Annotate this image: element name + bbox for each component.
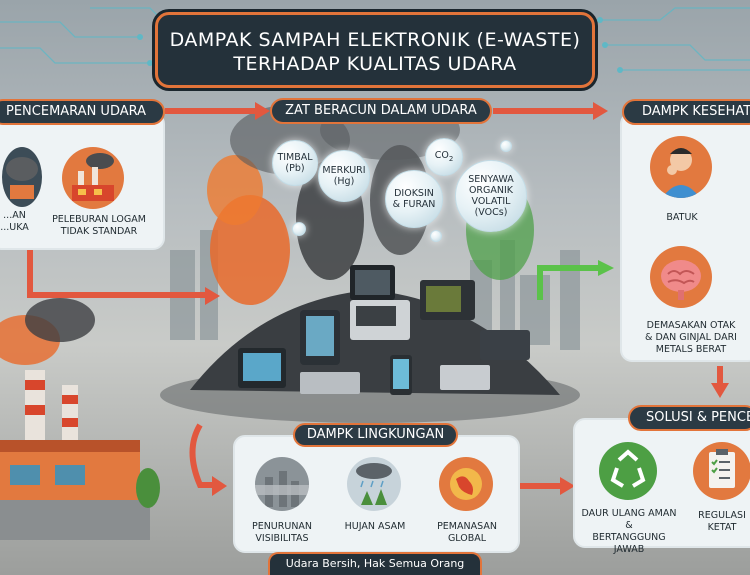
label-line: REGULASI bbox=[698, 510, 746, 521]
label-line: ...UKA bbox=[0, 222, 29, 233]
bubble-text: SENYAWA bbox=[468, 174, 514, 185]
label-line: PEMANASAN bbox=[437, 521, 497, 532]
flow-arrows bbox=[27, 102, 729, 496]
footer-banner: Udara Bersih, Hak Semua Orang bbox=[268, 552, 482, 575]
label-line: PENURUNAN bbox=[251, 521, 313, 532]
label-line: & DAN GINJAL DARI bbox=[645, 332, 737, 343]
brain-icon bbox=[650, 246, 712, 308]
label-line: TIDAK STANDAR bbox=[60, 226, 138, 237]
bubble-text: (Pb) bbox=[285, 163, 305, 174]
small-bubble bbox=[292, 222, 306, 236]
acid-rain-icon bbox=[347, 457, 401, 511]
bubble-lead: TIMBAL(Pb) bbox=[272, 140, 318, 186]
small-bubble bbox=[500, 140, 512, 152]
main-title: DAMPAK SAMPAH ELEKTRONIK (E-WASTE) TERHA… bbox=[155, 12, 595, 88]
bubble-text: (VOCs) bbox=[474, 207, 508, 218]
environment-panel: PENURUNAN VISIBILITAS HUJAN ASAM PEMANAS… bbox=[233, 435, 520, 553]
label-line: DAUR ULANG AMAN & bbox=[581, 508, 677, 531]
environment-header: DAMPK LINGKUNGAN bbox=[293, 423, 458, 447]
bubble-text: & FURAN bbox=[392, 199, 436, 210]
health-item-2-label: DEMASAKAN OTAK & DAN GINJAL DARI METALS … bbox=[626, 320, 750, 356]
bubble-text: ORGANIK bbox=[468, 185, 514, 196]
coughing-person-icon bbox=[650, 136, 712, 198]
recycle-icon bbox=[599, 442, 657, 500]
label-line: DEMASAKAN OTAK bbox=[646, 320, 736, 331]
health-panel: BATUK DEMASAKAN OTAK & DAN GINJAL DARI M… bbox=[620, 112, 750, 362]
bubble-text: CO bbox=[434, 149, 449, 161]
bubble-co2: CO2 bbox=[425, 138, 463, 176]
solution-item-1-label: DAUR ULANG AMAN & BERTANGGUNG JAWAB bbox=[577, 508, 681, 556]
label-line: VISIBILITAS bbox=[255, 533, 309, 544]
factory bbox=[0, 370, 160, 540]
factory-smelting-icon bbox=[62, 147, 124, 209]
environment-item-3-label: PEMANASAN GLOBAL bbox=[421, 521, 513, 545]
bubble-text: (Hg) bbox=[333, 176, 355, 187]
bubble-text: VOLATIL bbox=[471, 196, 511, 207]
pollution-item-1-label: ...AN ...UKA bbox=[0, 210, 37, 234]
solution-item-2-label: REGULASI KETAT bbox=[679, 510, 750, 534]
label-line: PELEBURAN LOGAM bbox=[52, 214, 146, 225]
health-header: DAMPK KESEHATAN bbox=[622, 99, 750, 125]
circuit-decoration bbox=[0, 7, 750, 73]
label-line: BERTANGGUNG JAWAB bbox=[592, 532, 666, 555]
solution-header: SOLUSI & PENCE bbox=[628, 405, 750, 431]
fog-visibility-icon bbox=[255, 457, 309, 511]
label-line: GLOBAL bbox=[447, 533, 487, 544]
environment-item-1-label: PENURUNAN VISIBILITAS bbox=[235, 521, 329, 545]
solution-panel: DAUR ULANG AMAN & BERTANGGUNG JAWAB REGU… bbox=[573, 418, 750, 555]
label-line: HUJAN ASAM bbox=[344, 521, 406, 532]
small-bubble bbox=[430, 230, 442, 242]
toxins-header: ZAT BERACUN DALAM UDARA bbox=[270, 98, 492, 124]
bubble-dioxin: DIOKSIN& FURAN bbox=[385, 170, 443, 228]
bubble-text: DIOKSIN bbox=[394, 188, 434, 199]
title-line-1: DAMPAK SAMPAH ELEKTRONIK (E-WASTE) bbox=[169, 29, 581, 51]
label-line: ...AN bbox=[3, 210, 26, 221]
bubble-mercury: MERKURI(Hg) bbox=[318, 150, 370, 202]
bubble-subscript: 2 bbox=[448, 154, 454, 163]
title-line-2: TERHADAP KUALITAS UDARA bbox=[233, 53, 517, 75]
checklist-icon bbox=[693, 442, 750, 500]
ewaste-pile bbox=[160, 265, 580, 423]
health-item-1-label: BATUK bbox=[666, 212, 698, 223]
green-arrow bbox=[537, 265, 600, 300]
environment-item-2-label: HUJAN ASAM bbox=[329, 521, 421, 533]
label-line: KETAT bbox=[707, 522, 737, 533]
pollution-item-2-label: PELEBURAN LOGAM TIDAK STANDAR bbox=[40, 214, 158, 238]
label-line: METALS BERAT bbox=[655, 344, 727, 355]
bubble-text: TIMBAL bbox=[277, 152, 313, 163]
bubble-text: MERKURI bbox=[322, 165, 366, 176]
pollution-panel: ...AN ...UKA PELEBURAN LOGAM TIDAK STAND… bbox=[0, 112, 165, 250]
pollution-header: PENCEMARAN UDARA bbox=[0, 99, 165, 125]
open-burning-icon bbox=[2, 147, 42, 207]
global-warming-icon bbox=[439, 457, 493, 511]
